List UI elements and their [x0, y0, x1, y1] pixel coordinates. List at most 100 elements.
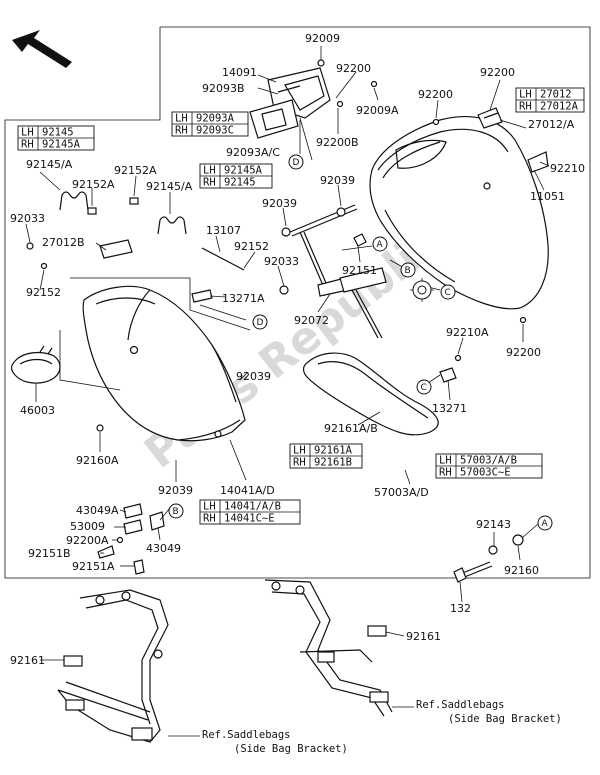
- rod-13107: [201, 247, 245, 271]
- callout-A-low: A: [537, 515, 553, 531]
- pin-92152A-b: [129, 197, 139, 205]
- ref-left-line1: Ref.Saddlebags: [202, 729, 291, 741]
- washer-92143: [488, 545, 498, 555]
- table-side-label: RH: [439, 467, 452, 479]
- side-bag-bracket-left: [57, 589, 169, 743]
- label-43049: 43049: [146, 542, 181, 555]
- table-side-label: LH: [21, 127, 34, 139]
- label-92151B: 92151B: [28, 547, 71, 560]
- front-arrow-icon: [12, 30, 72, 68]
- label-11051: 11051: [530, 190, 565, 203]
- clip-13271A: [191, 289, 213, 303]
- label-92152-b: 92152: [26, 286, 61, 299]
- label-14091: 14091: [222, 66, 257, 79]
- label-92210: 92210: [550, 162, 585, 175]
- table-side-label: RH: [519, 101, 532, 113]
- bolt-92039-b: [281, 227, 291, 237]
- latch-11051: [527, 151, 549, 173]
- screw-92009A: [370, 80, 378, 88]
- table-part-number: 92145A: [224, 165, 263, 177]
- label-27012B: 27012B: [42, 236, 85, 249]
- callout-B-low: B: [168, 503, 184, 519]
- svg-text:C: C: [445, 288, 451, 298]
- label-53009: 53009: [70, 520, 105, 533]
- bolt-92160A: [96, 424, 104, 432]
- leader-lines: [25, 46, 550, 737]
- label-92033-b: 92033: [264, 255, 299, 268]
- label-92152-a: 92152: [234, 240, 269, 253]
- table-part-number: 92093A: [196, 113, 235, 125]
- label-92151A: 92151A: [72, 560, 115, 573]
- washer-92033-left: [26, 242, 34, 250]
- ref-left-line2: (Side Bag Bracket): [234, 743, 348, 755]
- label-92210A: 92210A: [446, 326, 489, 339]
- svg-text:D: D: [293, 158, 300, 168]
- label-92009: 92009: [305, 32, 340, 45]
- label-92152A-b: 92152A: [72, 178, 115, 191]
- label-92039-d: 92039: [158, 484, 193, 497]
- label-92200-right: 92200: [480, 66, 515, 79]
- ref-right-line1: Ref.Saddlebags: [416, 699, 505, 711]
- callout-D-mid: D: [252, 314, 268, 330]
- label-92200A: 92200A: [66, 534, 109, 547]
- label-13271: 13271: [432, 402, 467, 415]
- table-part-number: 27012: [540, 89, 572, 101]
- hinge-27012B: [99, 239, 133, 259]
- stay-92072: [289, 204, 387, 339]
- plate-92093: [249, 99, 299, 139]
- callout-C-mid: C: [440, 284, 456, 300]
- table-part-number: 14041/A/B: [224, 501, 281, 513]
- label-92039-c: 92039: [236, 370, 271, 383]
- label-92200-mid: 92200: [418, 88, 453, 101]
- table-side-label: LH: [439, 455, 452, 467]
- plate-13271: [439, 367, 457, 383]
- label-92160A: 92160A: [76, 454, 119, 467]
- nut-92160: [512, 534, 524, 546]
- assembly-frame: [4, 26, 591, 579]
- label-14041AD: 14041A/D: [220, 484, 275, 497]
- label-92145A: 92145/A: [26, 158, 73, 171]
- bolt-92039-a: [336, 207, 346, 217]
- table-part-number: 92161A: [314, 445, 353, 457]
- table-side-label: RH: [175, 125, 188, 137]
- table-side-label: LH: [293, 445, 306, 457]
- label-57003AD: 57003A/D: [374, 486, 429, 499]
- callout-A-mid: A: [372, 236, 388, 252]
- svg-text:D: D: [257, 318, 264, 328]
- table-side-label: LH: [203, 165, 216, 177]
- label-92161-right: 92161: [406, 630, 441, 643]
- table-side-label: RH: [21, 139, 34, 151]
- label-92009A: 92009A: [356, 104, 399, 117]
- table-part-number: 92145: [224, 177, 256, 189]
- label-13271A: 13271A: [222, 292, 265, 305]
- saddlebag-shell: [369, 116, 549, 324]
- table-part-number: 92093C: [196, 125, 234, 137]
- label-132: 132: [450, 602, 471, 615]
- callout-C-low: C: [416, 379, 432, 395]
- label-92161-left: 92161: [10, 654, 45, 667]
- svg-text:A: A: [377, 240, 384, 250]
- part-labels: 92009 14091 92093B 92200 92009A 92200B 9…: [10, 32, 585, 755]
- table-part-number: 27012A: [540, 101, 579, 113]
- label-43049A: 43049A: [76, 504, 119, 517]
- table-part-number: 92161B: [314, 457, 352, 469]
- spring-92145-left: [59, 191, 89, 211]
- label-92161AB: 92161A/B: [324, 422, 378, 435]
- label-46003: 46003: [20, 404, 55, 417]
- svg-text:B: B: [173, 507, 179, 517]
- label-92151: 92151: [342, 264, 377, 277]
- table-side-label: LH: [203, 501, 216, 513]
- label-92039-a: 92039: [320, 174, 355, 187]
- table-part-number: 57003/A/B: [460, 455, 517, 467]
- label-13107: 13107: [206, 224, 241, 237]
- label-92039-b: 92039: [262, 197, 297, 210]
- bolt-132: [453, 561, 493, 583]
- label-92200B: 92200B: [316, 136, 359, 149]
